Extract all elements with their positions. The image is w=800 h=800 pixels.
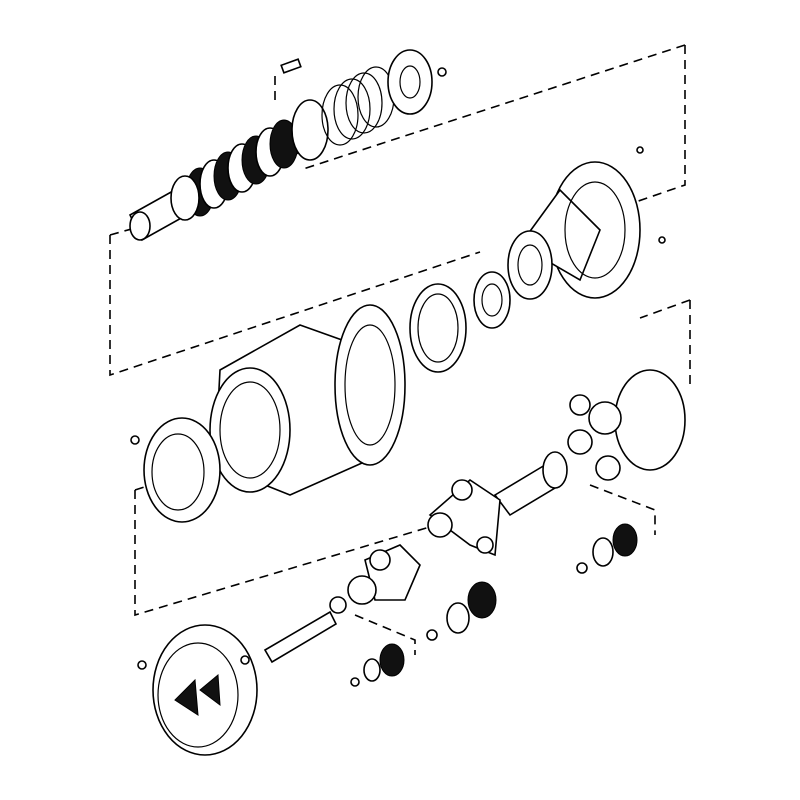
bolt (658, 236, 666, 244)
small-bolt (280, 58, 302, 74)
brake-housing (507, 146, 666, 300)
planet-gears (350, 523, 638, 687)
seal-rings (409, 271, 511, 373)
clutch-plate-stack (185, 119, 299, 217)
bolt (636, 146, 644, 154)
center-carrier (427, 478, 501, 557)
ring-gear-small (507, 230, 553, 300)
spring-coil (321, 66, 395, 146)
bolt (130, 435, 140, 445)
splined-end (129, 211, 151, 241)
internal-spline (209, 367, 291, 493)
secondary-carrier (329, 544, 421, 614)
bolt (240, 655, 250, 665)
bolt (137, 660, 147, 670)
planet-carrier (493, 369, 686, 517)
end-cover-assembly (137, 610, 338, 756)
cover-emblem (174, 678, 199, 716)
snap-ring (437, 67, 447, 77)
hub-flange (334, 304, 406, 466)
retainer-plate (387, 49, 433, 115)
output-shaft (263, 610, 338, 664)
bearing (170, 175, 200, 221)
piston (291, 99, 329, 161)
left-ring-assembly (130, 417, 221, 523)
main-hub-drum (209, 304, 406, 496)
input-shaft-assembly (128, 49, 447, 242)
